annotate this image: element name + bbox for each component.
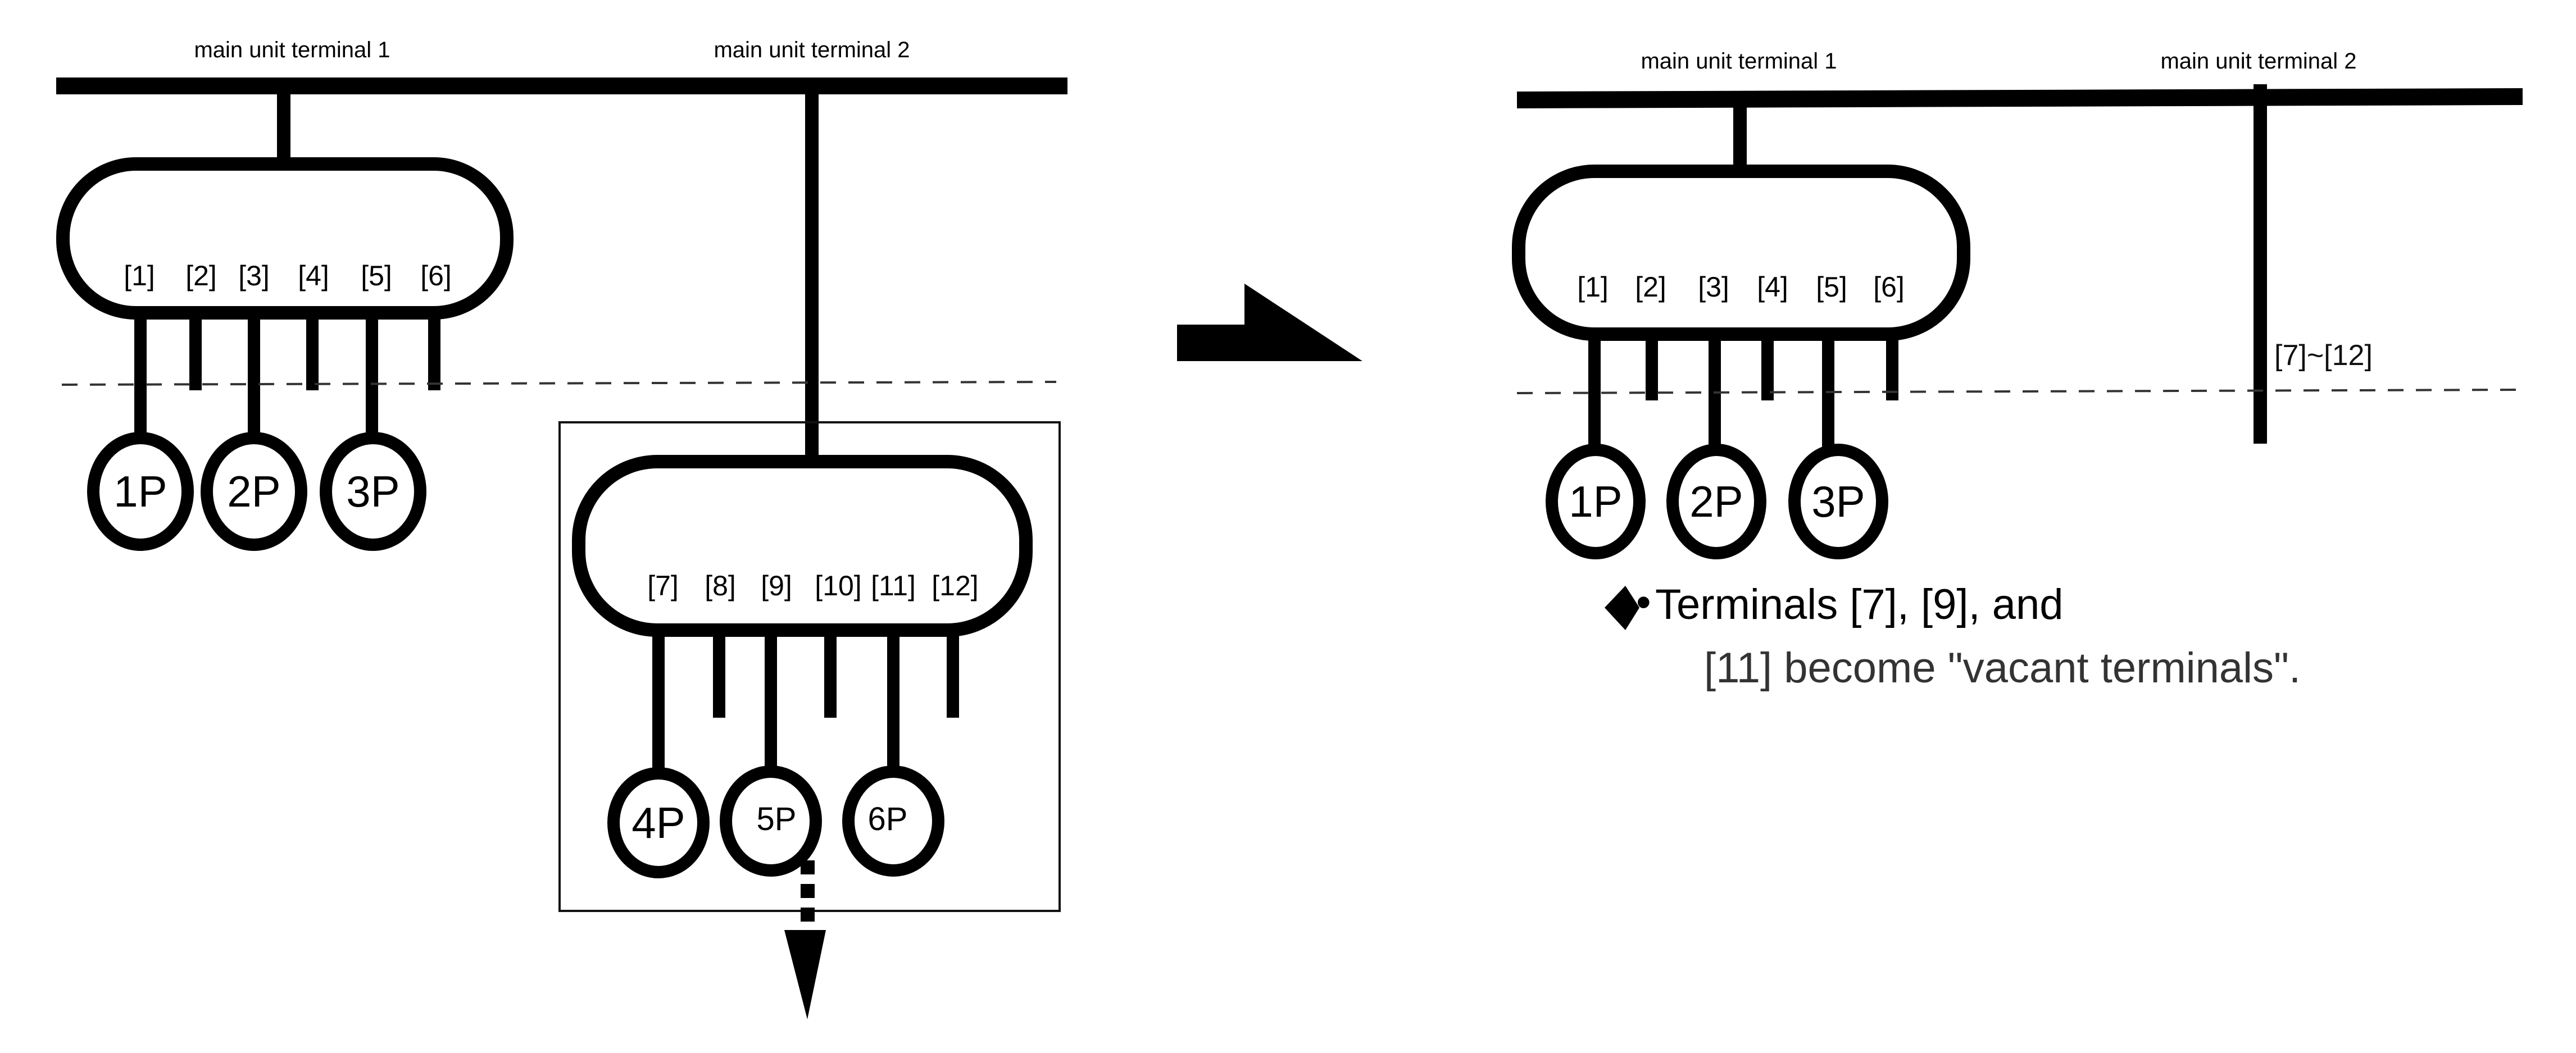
note-bullet: • <box>1636 578 1651 626</box>
pointer-diamond-icon <box>1605 586 1639 630</box>
heading-terminal-2: main unit terminal 2 <box>714 38 910 62</box>
heading-terminal-1: main unit terminal 1 <box>194 38 390 62</box>
unit-label: 2P <box>227 467 280 516</box>
branch-box-1 <box>56 157 514 320</box>
terminal-label: [1] <box>124 260 155 291</box>
unit-3p <box>320 432 426 551</box>
unit-3p <box>1788 444 1888 559</box>
terminal-label: [6] <box>420 260 452 291</box>
heading-terminal-1: main unit terminal 1 <box>1641 49 1837 74</box>
boundary-dashed-line <box>61 381 1057 386</box>
unit-label: 3P <box>346 467 399 516</box>
branch-box-1 <box>1512 165 1970 341</box>
unit-5p <box>720 765 822 877</box>
unit-6p <box>842 765 944 877</box>
unit-4p <box>607 767 710 878</box>
continuation-arrow-down-icon <box>784 860 826 1019</box>
unit-label: 2P <box>1689 477 1743 526</box>
unit-2p <box>201 432 307 551</box>
before-panel: main unit terminal 1 main unit terminal … <box>56 38 1067 1019</box>
terminal-label: [5] <box>1816 271 1847 303</box>
terminal-label: [2] <box>185 260 217 291</box>
terminal-label: [9] <box>761 570 792 601</box>
unit-label: 5P <box>757 801 797 837</box>
terminal-label: [3] <box>1698 271 1729 303</box>
unit-label: 4P <box>631 798 685 847</box>
unit-label: 1P <box>113 467 167 516</box>
unit-1p <box>1546 444 1646 559</box>
terminal-label: [4] <box>298 260 329 291</box>
terminal-label: [2] <box>1635 271 1666 303</box>
arrow-right-icon <box>1177 284 1362 361</box>
terminal-label: [8] <box>705 570 736 601</box>
after-panel: main unit terminal 1 main unit terminal … <box>1512 49 2523 692</box>
terminal-label: [11] <box>871 570 916 601</box>
main-bus-line <box>1516 88 2523 108</box>
unit-label: 1P <box>1569 477 1622 526</box>
branch-box-2 <box>572 455 1033 637</box>
unit-label: 3P <box>1811 477 1865 526</box>
boundary-dashed-line <box>1516 389 2518 394</box>
terminal-label: [3] <box>238 260 270 291</box>
heading-terminal-2: main unit terminal 2 <box>2160 49 2356 74</box>
terminal-label: [1] <box>1577 271 1609 303</box>
terminal-label: [5] <box>361 260 392 291</box>
terminal-label: [10] <box>815 570 861 601</box>
unit-2p <box>1666 444 1766 559</box>
terminal-label: [7] <box>647 570 679 601</box>
terminal-labels-1: [1] [2] [3] [4] [5] [6] <box>124 260 452 291</box>
range-label: [7]~[12] <box>2274 339 2373 372</box>
terminal-label: [6] <box>1873 271 1905 303</box>
unit-label: 6P <box>868 801 908 837</box>
unit-1p <box>87 432 194 551</box>
note-line-2: [11] become "vacant terminals". <box>1704 644 2301 692</box>
terminal-label: [4] <box>1757 271 1788 303</box>
terminal-label: [12] <box>932 570 978 601</box>
note-line-1: Terminals [7], [9], and <box>1655 581 2064 628</box>
terminal-labels-2: [7] [8] [9] [10] [11] [12] <box>647 570 979 601</box>
terminal-labels-1: [1] [2] [3] [4] [5] [6] <box>1577 271 1905 303</box>
